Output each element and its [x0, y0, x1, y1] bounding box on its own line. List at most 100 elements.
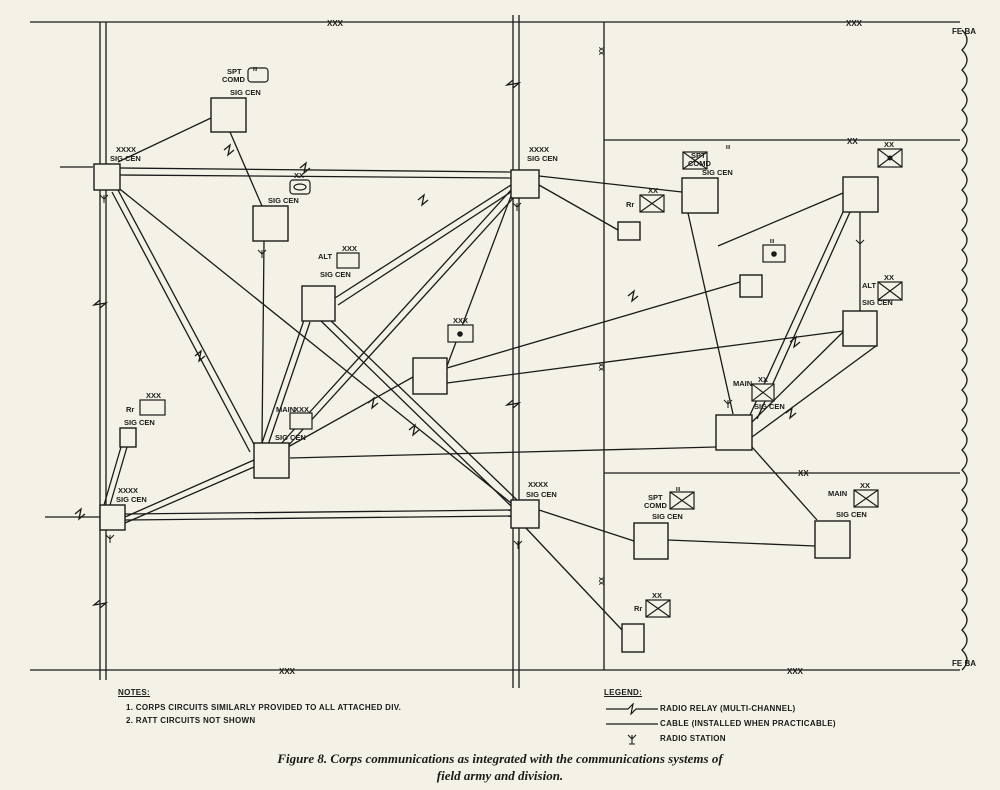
rr-left-sig-cen: SIG CEN	[124, 418, 155, 427]
cross-icon-rr-upper	[639, 194, 665, 213]
link-army-upper-to-army-center-b	[119, 174, 512, 179]
div-main-echelon: XX	[758, 375, 768, 384]
spt-comd-lower-echelon: III	[676, 487, 681, 493]
spt-label: SPT	[227, 67, 242, 76]
boundary-label-top-right: XXX	[846, 19, 863, 28]
div-main-sig-cen-box	[715, 414, 753, 451]
alt-div-sig-cen-box	[842, 310, 878, 347]
legend-row-cable: CABLE (INSTALLED WHEN PRACTICABLE)	[604, 716, 904, 731]
army-sig-cen-upper-box	[93, 163, 121, 191]
alt-sig-cen: SIG CEN	[320, 270, 351, 279]
link-main-to-army-center-b	[285, 194, 517, 449]
link-army-upper-to-army-lower-b	[111, 191, 251, 453]
lower-main-echelon: XX	[860, 481, 870, 490]
spt-comd-lower-spt: SPT	[648, 493, 663, 502]
army-center-sig-cen: SIG CEN	[527, 154, 558, 163]
relay-marker-13	[504, 399, 522, 409]
xxx-mid-echelon: XXX	[453, 316, 468, 325]
spt-div-sig-cen-box	[681, 177, 719, 214]
main-sig-cen: SIG CEN	[275, 433, 306, 442]
spt-div-sig-cen: SIG CEN	[702, 168, 733, 177]
army-sig-cen-center-box	[510, 169, 540, 199]
caption-line-2: field army and division.	[436, 768, 564, 783]
relay-marker-10	[504, 79, 522, 89]
link-alt-to-army-center-b	[337, 189, 515, 306]
rr-lower-box	[621, 623, 645, 653]
army-sig-cen-lower-center-box	[510, 499, 540, 529]
legend-panel: LEGEND: RADIO RELAY (MULTI-CHANNEL) CABL…	[604, 688, 904, 746]
link-div-fwd-to-div-main	[749, 211, 844, 416]
radio-station-icon-6	[723, 399, 733, 408]
rr-upper-box	[617, 221, 641, 241]
boundary-label-bottom-left: XXX	[279, 667, 296, 676]
legend-label-cable: CABLE (INSTALLED WHEN PRACTICABLE)	[660, 719, 836, 728]
spt-comd-lower-comd: COMD	[644, 501, 667, 510]
relay-marker-8	[408, 423, 420, 437]
link-rr-to-army-lower-left	[109, 446, 128, 506]
div-fwd-box	[842, 176, 879, 213]
sig-xx-sig-cen: SIG CEN	[268, 196, 299, 205]
link-div-main-to-lower-main	[751, 446, 818, 521]
link-div-fwd-to-spt-div	[717, 192, 844, 247]
spt-div-echelon: III	[726, 145, 731, 151]
link-army-upper-to-spt	[117, 117, 212, 163]
radio-station-icon-4	[105, 534, 115, 543]
link-sig-xx-to-main	[261, 240, 265, 444]
army-center-echelon: XXXX	[529, 145, 549, 154]
spt-comd-lower-sig-cen: SIG CEN	[652, 512, 683, 521]
spt-comd-sig-cen-box	[210, 97, 247, 133]
alt-div-label: ALT	[862, 281, 876, 290]
alt-unit-symbol	[336, 252, 360, 269]
xxx-mid-station-box	[412, 357, 448, 395]
link-xxx-mid-to-div-b	[446, 330, 844, 384]
spt-div-spt: SPT	[691, 151, 706, 160]
rr-upper-echelon: XX	[648, 186, 658, 195]
army-lower-left-echelon: XXXX	[118, 486, 138, 495]
corps-communications-diagram: XXX XXX XXX XXX XX XX FE BA FE BA XXXX S…	[30, 15, 976, 688]
army-lower-left-sig-cen: SIG CEN	[116, 495, 147, 504]
note-2: 2. RATT CIRCUITS NOT SHOWN	[126, 716, 256, 725]
rr-sig-cen-left-box	[119, 427, 137, 448]
link-xxx-mid-to-div	[446, 281, 741, 369]
cross-icon-lower-main	[853, 489, 879, 508]
spt-sig-cen: SIG CEN	[230, 88, 261, 97]
link-center-to-rr-upper	[538, 184, 619, 231]
link-main-to-div-main	[289, 446, 717, 459]
relay-marker-3	[194, 349, 206, 363]
spt-comd-echelon: III	[253, 67, 258, 73]
rr-upper-label: Rr	[626, 200, 634, 209]
relay-marker-14	[74, 507, 86, 521]
lower-main-sig-cen-box	[814, 520, 851, 559]
spt-comd-lower-box	[633, 522, 669, 560]
main-sig-cen-box	[253, 442, 290, 479]
army-lower-center-echelon: XXXX	[528, 480, 548, 489]
link-lower-main-to-spt-lower	[667, 539, 816, 547]
alt-echelon: XXX	[342, 244, 357, 253]
link-army-upper-to-army-lower	[117, 189, 257, 449]
radio-station-icon	[627, 734, 637, 745]
link-main-to-army-center	[279, 189, 512, 446]
boundary-label-bottom-right: XXX	[787, 667, 804, 676]
link-center-to-spt-div	[538, 175, 683, 193]
corps-boundary-mark-1: XX	[597, 47, 603, 55]
lower-main-sig-cen: SIG CEN	[836, 510, 867, 519]
link-alt-to-main	[261, 319, 305, 444]
boundary-label-div-lower: XX	[798, 469, 809, 478]
link-army-lower-left-to-lower-center	[124, 509, 512, 515]
relay-marker-11	[91, 299, 109, 309]
rr-lower-echelon: XX	[652, 591, 662, 600]
radio-station-icon-3	[512, 202, 522, 211]
spt-comd-unit-symbol	[247, 67, 269, 83]
boundary-label-div-upper: XX	[847, 137, 858, 146]
notes-heading: NOTES:	[118, 688, 151, 697]
div-main-label: MAIN	[733, 379, 752, 388]
army-lower-center-sig-cen: SIG CEN	[526, 490, 557, 499]
cross-icon-rr-lower	[645, 599, 671, 618]
feba-line	[961, 29, 968, 671]
link-army-upper-to-army-center	[119, 167, 512, 173]
legend-label-radio-relay: RADIO RELAY (MULTI-CHANNEL)	[660, 704, 796, 713]
corps-boundary-mark-3: XX	[597, 577, 603, 585]
link-main-to-xxx-mid	[287, 376, 414, 448]
rr-left-label: Rr	[126, 405, 134, 414]
lower-main-label: MAIN	[828, 489, 847, 498]
